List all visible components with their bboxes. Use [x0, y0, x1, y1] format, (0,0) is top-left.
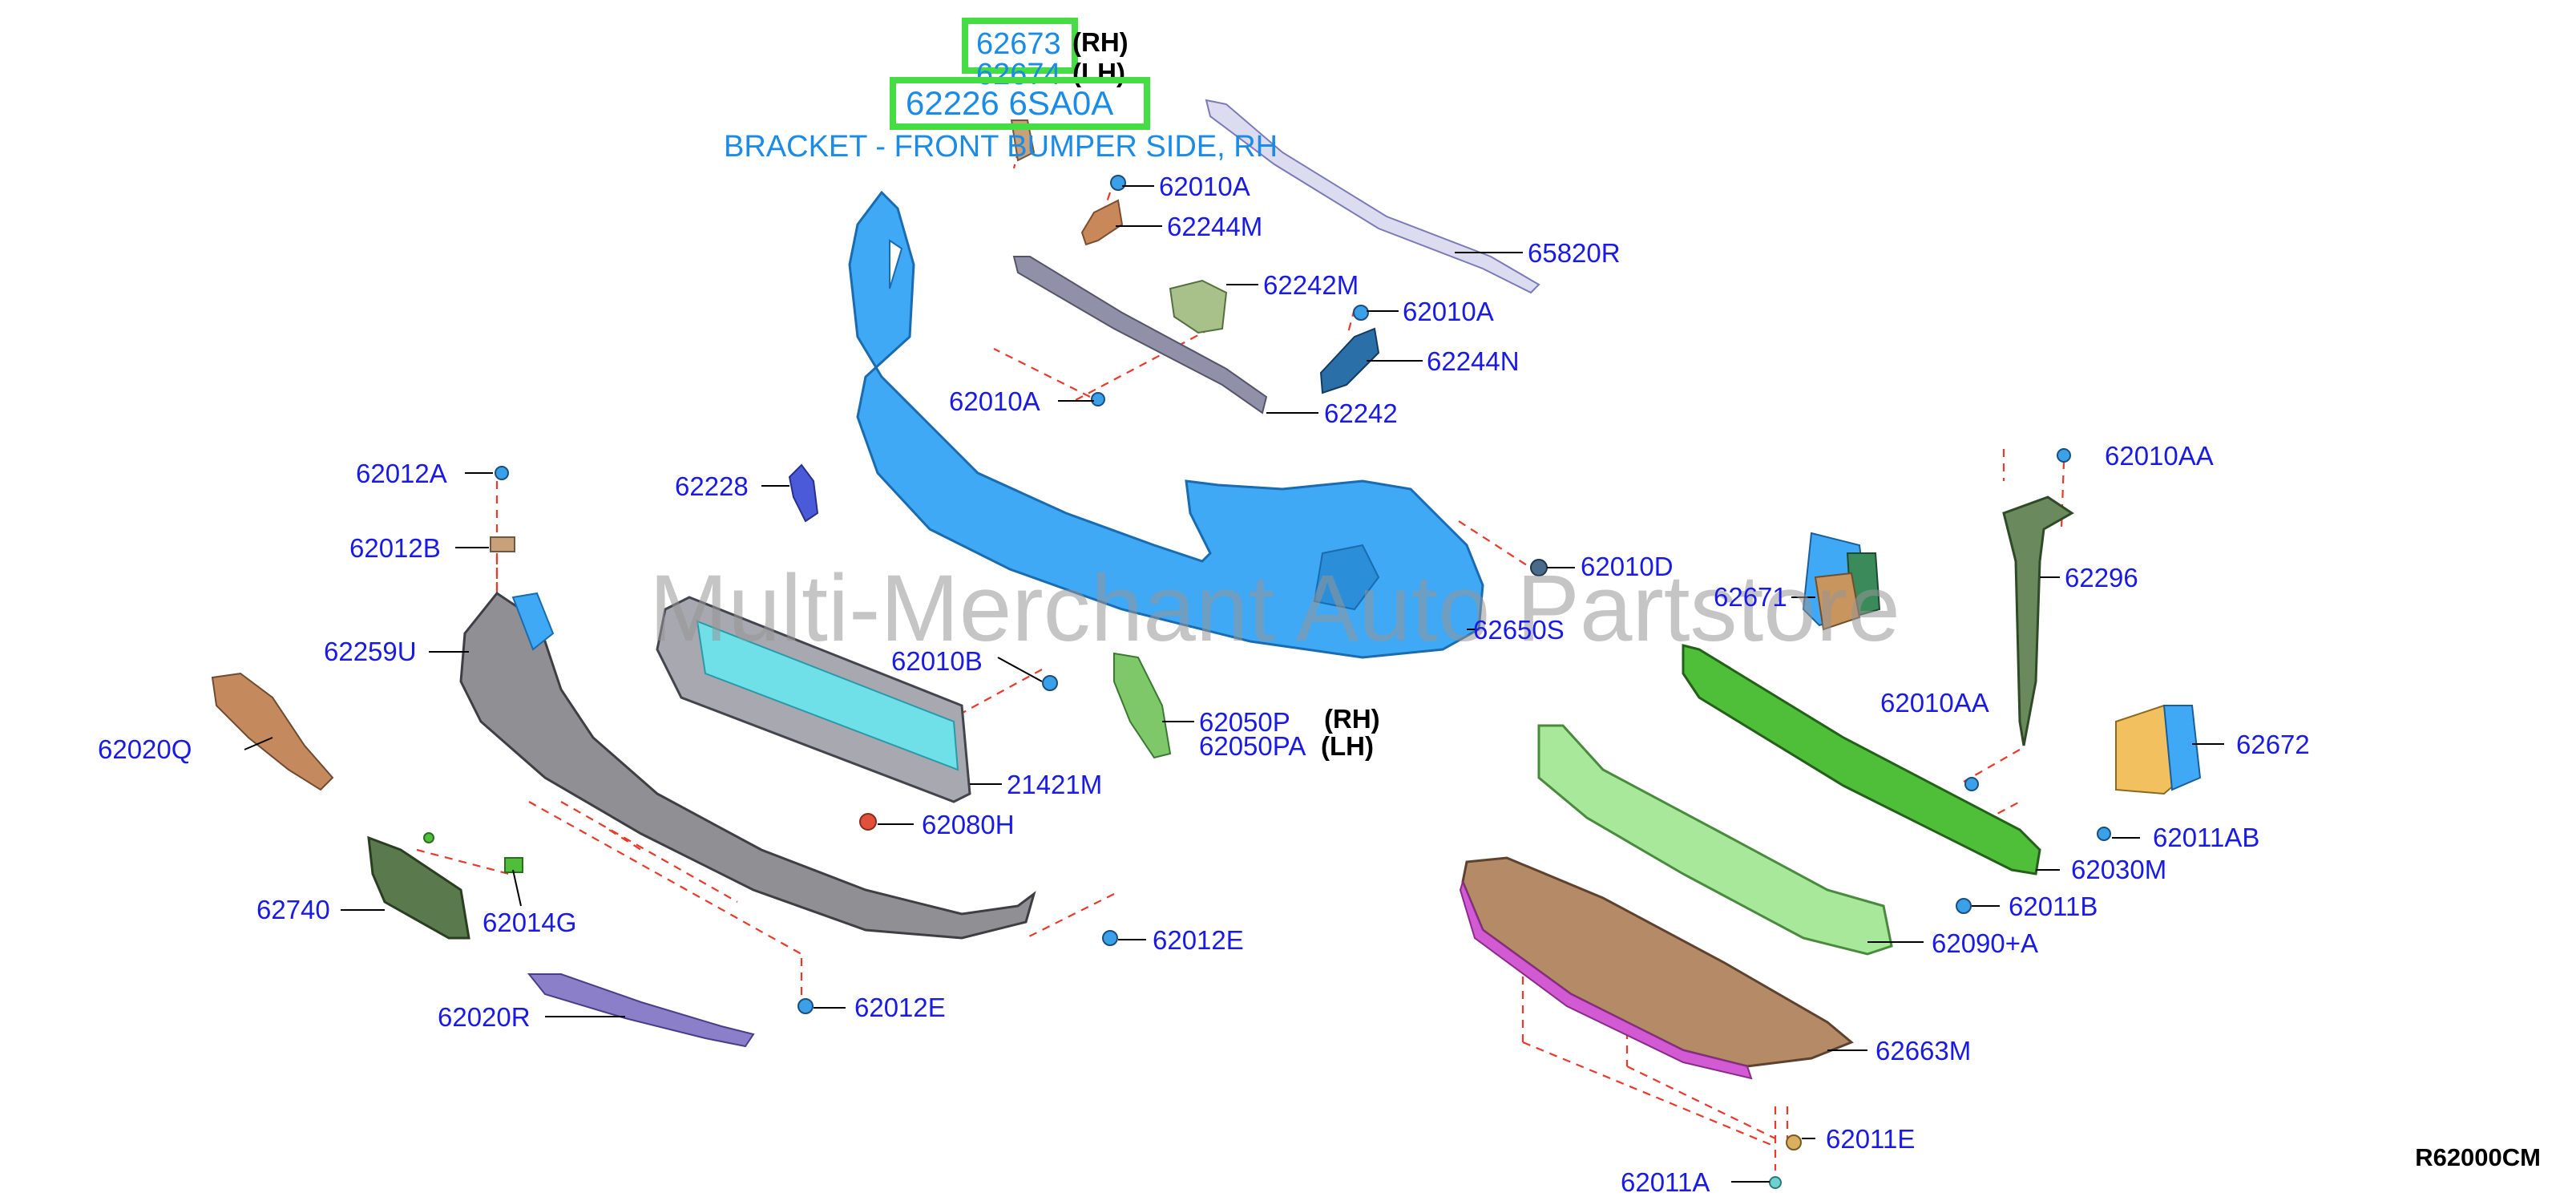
callout-62020R[interactable]: 62020R	[438, 1002, 531, 1032]
callout-62014G[interactable]: 62014G	[482, 908, 577, 937]
fastener-62740	[423, 832, 434, 843]
callout-62010B[interactable]: 62010B	[891, 646, 983, 676]
callout-62010D[interactable]: 62010D	[1581, 552, 1674, 581]
part-62740-bracket	[367, 835, 470, 940]
fastener-62011B	[1956, 898, 1972, 914]
callout-62010A-1[interactable]: 62010A	[1159, 172, 1250, 201]
callout-62012B[interactable]: 62012B	[349, 533, 441, 563]
callout-62011A[interactable]: 62011A	[1621, 1167, 1710, 1197]
callout-62010A-2[interactable]: 62010A	[1403, 297, 1494, 326]
highlight-box-62673[interactable]	[962, 18, 1078, 74]
callout-62650S[interactable]: 62650S	[1473, 615, 1565, 645]
part-62242-beam	[1012, 256, 1268, 415]
part-62242M-bracket	[1169, 279, 1228, 334]
fastener-62010AA-1	[2057, 448, 2071, 463]
lh-suffix-62050PA: (LH)	[1321, 731, 1374, 761]
callout-65820R[interactable]: 65820R	[1528, 238, 1621, 268]
callout-62244M[interactable]: 62244M	[1167, 212, 1263, 241]
callout-62242M[interactable]: 62242M	[1263, 270, 1359, 300]
part-number-622266SA0A-link[interactable]: 62226 6SA0A	[906, 84, 1114, 122]
fastener-62012E-1	[1102, 930, 1118, 946]
callout-62050P[interactable]: 62050P	[1199, 707, 1290, 737]
callout-21421M[interactable]: 21421M	[1007, 770, 1103, 799]
rh-suffix-top: (RH)	[1072, 27, 1129, 57]
fastener-62011E	[1786, 1134, 1802, 1150]
fastener-62010AA-2	[1964, 777, 1979, 791]
part-62296-tall-bracket	[2002, 495, 2074, 746]
callout-62010AA-1[interactable]: 62010AA	[2105, 441, 2214, 471]
callout-62012E-2[interactable]: 62012E	[854, 993, 946, 1022]
part-62020Q-trim	[211, 672, 334, 791]
callout-62671[interactable]: 62671	[1714, 582, 1787, 612]
callout-62740[interactable]: 62740	[256, 895, 330, 924]
part-62020R-trim	[527, 973, 755, 1048]
part-21421M-grille	[656, 596, 971, 803]
callout-62011B[interactable]: 62011B	[2009, 892, 2098, 921]
part-62090A-absorber	[1537, 724, 1893, 956]
fastener-62012E-2	[797, 998, 814, 1014]
fastener-62012A	[495, 466, 509, 480]
callout-62663M[interactable]: 62663M	[1875, 1036, 1972, 1066]
callout-62242[interactable]: 62242	[1324, 398, 1398, 428]
callout-62080H[interactable]: 62080H	[922, 810, 1015, 839]
callout-62030M[interactable]: 62030M	[2071, 855, 2167, 884]
callout-62296[interactable]: 62296	[2065, 563, 2138, 592]
callout-62011E[interactable]: 62011E	[1826, 1124, 1916, 1154]
callout-62259U[interactable]: 62259U	[324, 637, 417, 666]
fastener-62012B	[490, 536, 515, 552]
callout-62050PA[interactable]: 62050PA	[1199, 731, 1306, 761]
callout-62672[interactable]: 62672	[2236, 730, 2310, 759]
part-62672-bracket	[2115, 704, 2202, 795]
part-62050P-grille-insert	[1113, 652, 1172, 759]
callout-62010AA-2[interactable]: 62010AA	[1880, 688, 1989, 718]
fastener-62010B	[1042, 675, 1058, 691]
part-62663M-cover	[1459, 856, 1854, 1080]
fastener-62011A	[1769, 1176, 1782, 1189]
highlight-box-622266SA0A[interactable]	[890, 77, 1150, 130]
part-65820R-strip	[1205, 99, 1540, 294]
watermark: Multi-Merchant Auto Partstore	[649, 556, 1900, 661]
bracket-front-bumper-side-drawing	[1010, 119, 1036, 162]
part-62244N-bracket	[1091, 305, 1380, 406]
callout-62010A-3[interactable]: 62010A	[949, 386, 1040, 416]
part-62259U-lower-bumper	[459, 591, 1036, 940]
callout-62090A[interactable]: 62090+A	[1932, 928, 2039, 958]
fastener-62011AB	[2097, 827, 2111, 841]
part-number-62674-link[interactable]: 62674	[976, 58, 1061, 91]
callout-62011AB[interactable]: 62011AB	[2153, 823, 2260, 852]
callout-62020Q[interactable]: 62020Q	[98, 734, 192, 764]
diagram-id: R62000CM	[2415, 1143, 2541, 1171]
fastener-62080H	[859, 813, 877, 831]
leader-lines	[244, 185, 2224, 1183]
part-number-62673-link[interactable]: 62673	[976, 27, 1061, 61]
callout-62244N[interactable]: 62244N	[1427, 346, 1520, 376]
part-62030M-reinforcement	[1682, 644, 2041, 876]
part-description-link[interactable]: BRACKET - FRONT BUMPER SIDE, RH	[724, 130, 1278, 164]
part-62244M-bracket	[1080, 175, 1126, 246]
part-62650S-bumper-fascia	[848, 190, 1484, 659]
part-62228-bracket	[788, 463, 819, 523]
callout-62012E-1[interactable]: 62012E	[1153, 925, 1244, 955]
callout-62012A[interactable]: 62012A	[356, 459, 447, 488]
rh-suffix-62050P: (RH)	[1324, 704, 1380, 734]
part-62671-bracket	[1802, 532, 1881, 631]
callout-62228[interactable]: 62228	[675, 471, 749, 501]
